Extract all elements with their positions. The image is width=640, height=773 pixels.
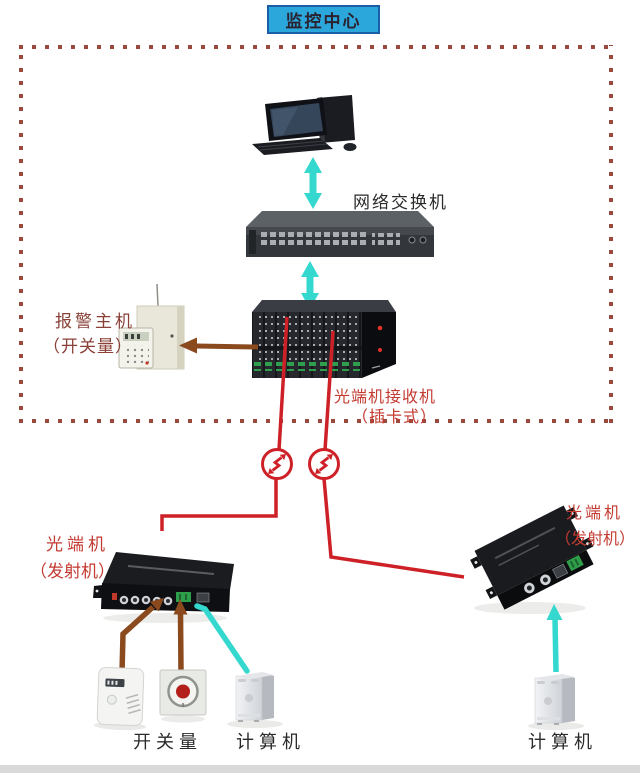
left-transmitter-label-line2: （发射机）	[30, 562, 115, 581]
page-bottom-strip	[0, 765, 640, 773]
network-line-left-computer	[194, 603, 250, 674]
optical-receiver-rack	[252, 300, 396, 378]
mouse-icon	[343, 143, 357, 151]
network-arrow-right-computer	[546, 604, 563, 673]
alarm-host-label-line1: 报警主机	[55, 312, 135, 331]
left-transmitter-label-line1: 光端机	[46, 535, 109, 554]
call-button	[159, 669, 207, 723]
signal-arrow-call-button	[173, 599, 188, 673]
monitoring-center-title: 监控中心	[267, 5, 380, 34]
red-button-icon	[176, 684, 190, 699]
ethernet-port-icon	[196, 592, 210, 603]
network-switch	[246, 211, 434, 257]
alarm-host	[118, 283, 185, 370]
computer-label-left: 计算机	[236, 732, 305, 752]
signal-arrow-rack-to-alarm	[179, 337, 259, 354]
antenna-icon	[156, 283, 159, 307]
optical-transmitter-right	[470, 505, 594, 614]
fiber-link-icon	[261, 448, 293, 480]
terminal-block-icon	[176, 592, 191, 602]
network-switch-label: 网络交换机	[353, 193, 448, 212]
logo-icon	[544, 697, 552, 705]
fiber-link-icon	[308, 448, 340, 480]
logo-icon	[245, 694, 253, 702]
field-computer-left	[227, 672, 283, 728]
fiber-line-left	[160, 316, 289, 531]
title-text: 监控中心	[285, 12, 362, 31]
switch-signal-label: 开关量	[133, 732, 202, 752]
monitoring-computer	[252, 95, 357, 155]
link-arrow-computer-switch	[304, 157, 322, 209]
bnc-ports-icon	[119, 595, 173, 606]
receiver-label-line2: （插卡式）	[352, 409, 438, 426]
receiver-label-line1: 光端机接收机	[334, 389, 437, 406]
right-transmitter-label-line1: 光端机	[566, 505, 624, 522]
signal-arrow-smoke-detector	[119, 598, 164, 674]
fiber-line-right	[322, 330, 465, 579]
smoke-detector	[93, 666, 146, 731]
field-computer-right	[528, 674, 584, 730]
computer-label-right: 计算机	[528, 732, 597, 752]
right-transmitter-label-line2: （发射机）	[555, 531, 636, 548]
alarm-host-label-line2: （开关量）	[43, 337, 133, 356]
